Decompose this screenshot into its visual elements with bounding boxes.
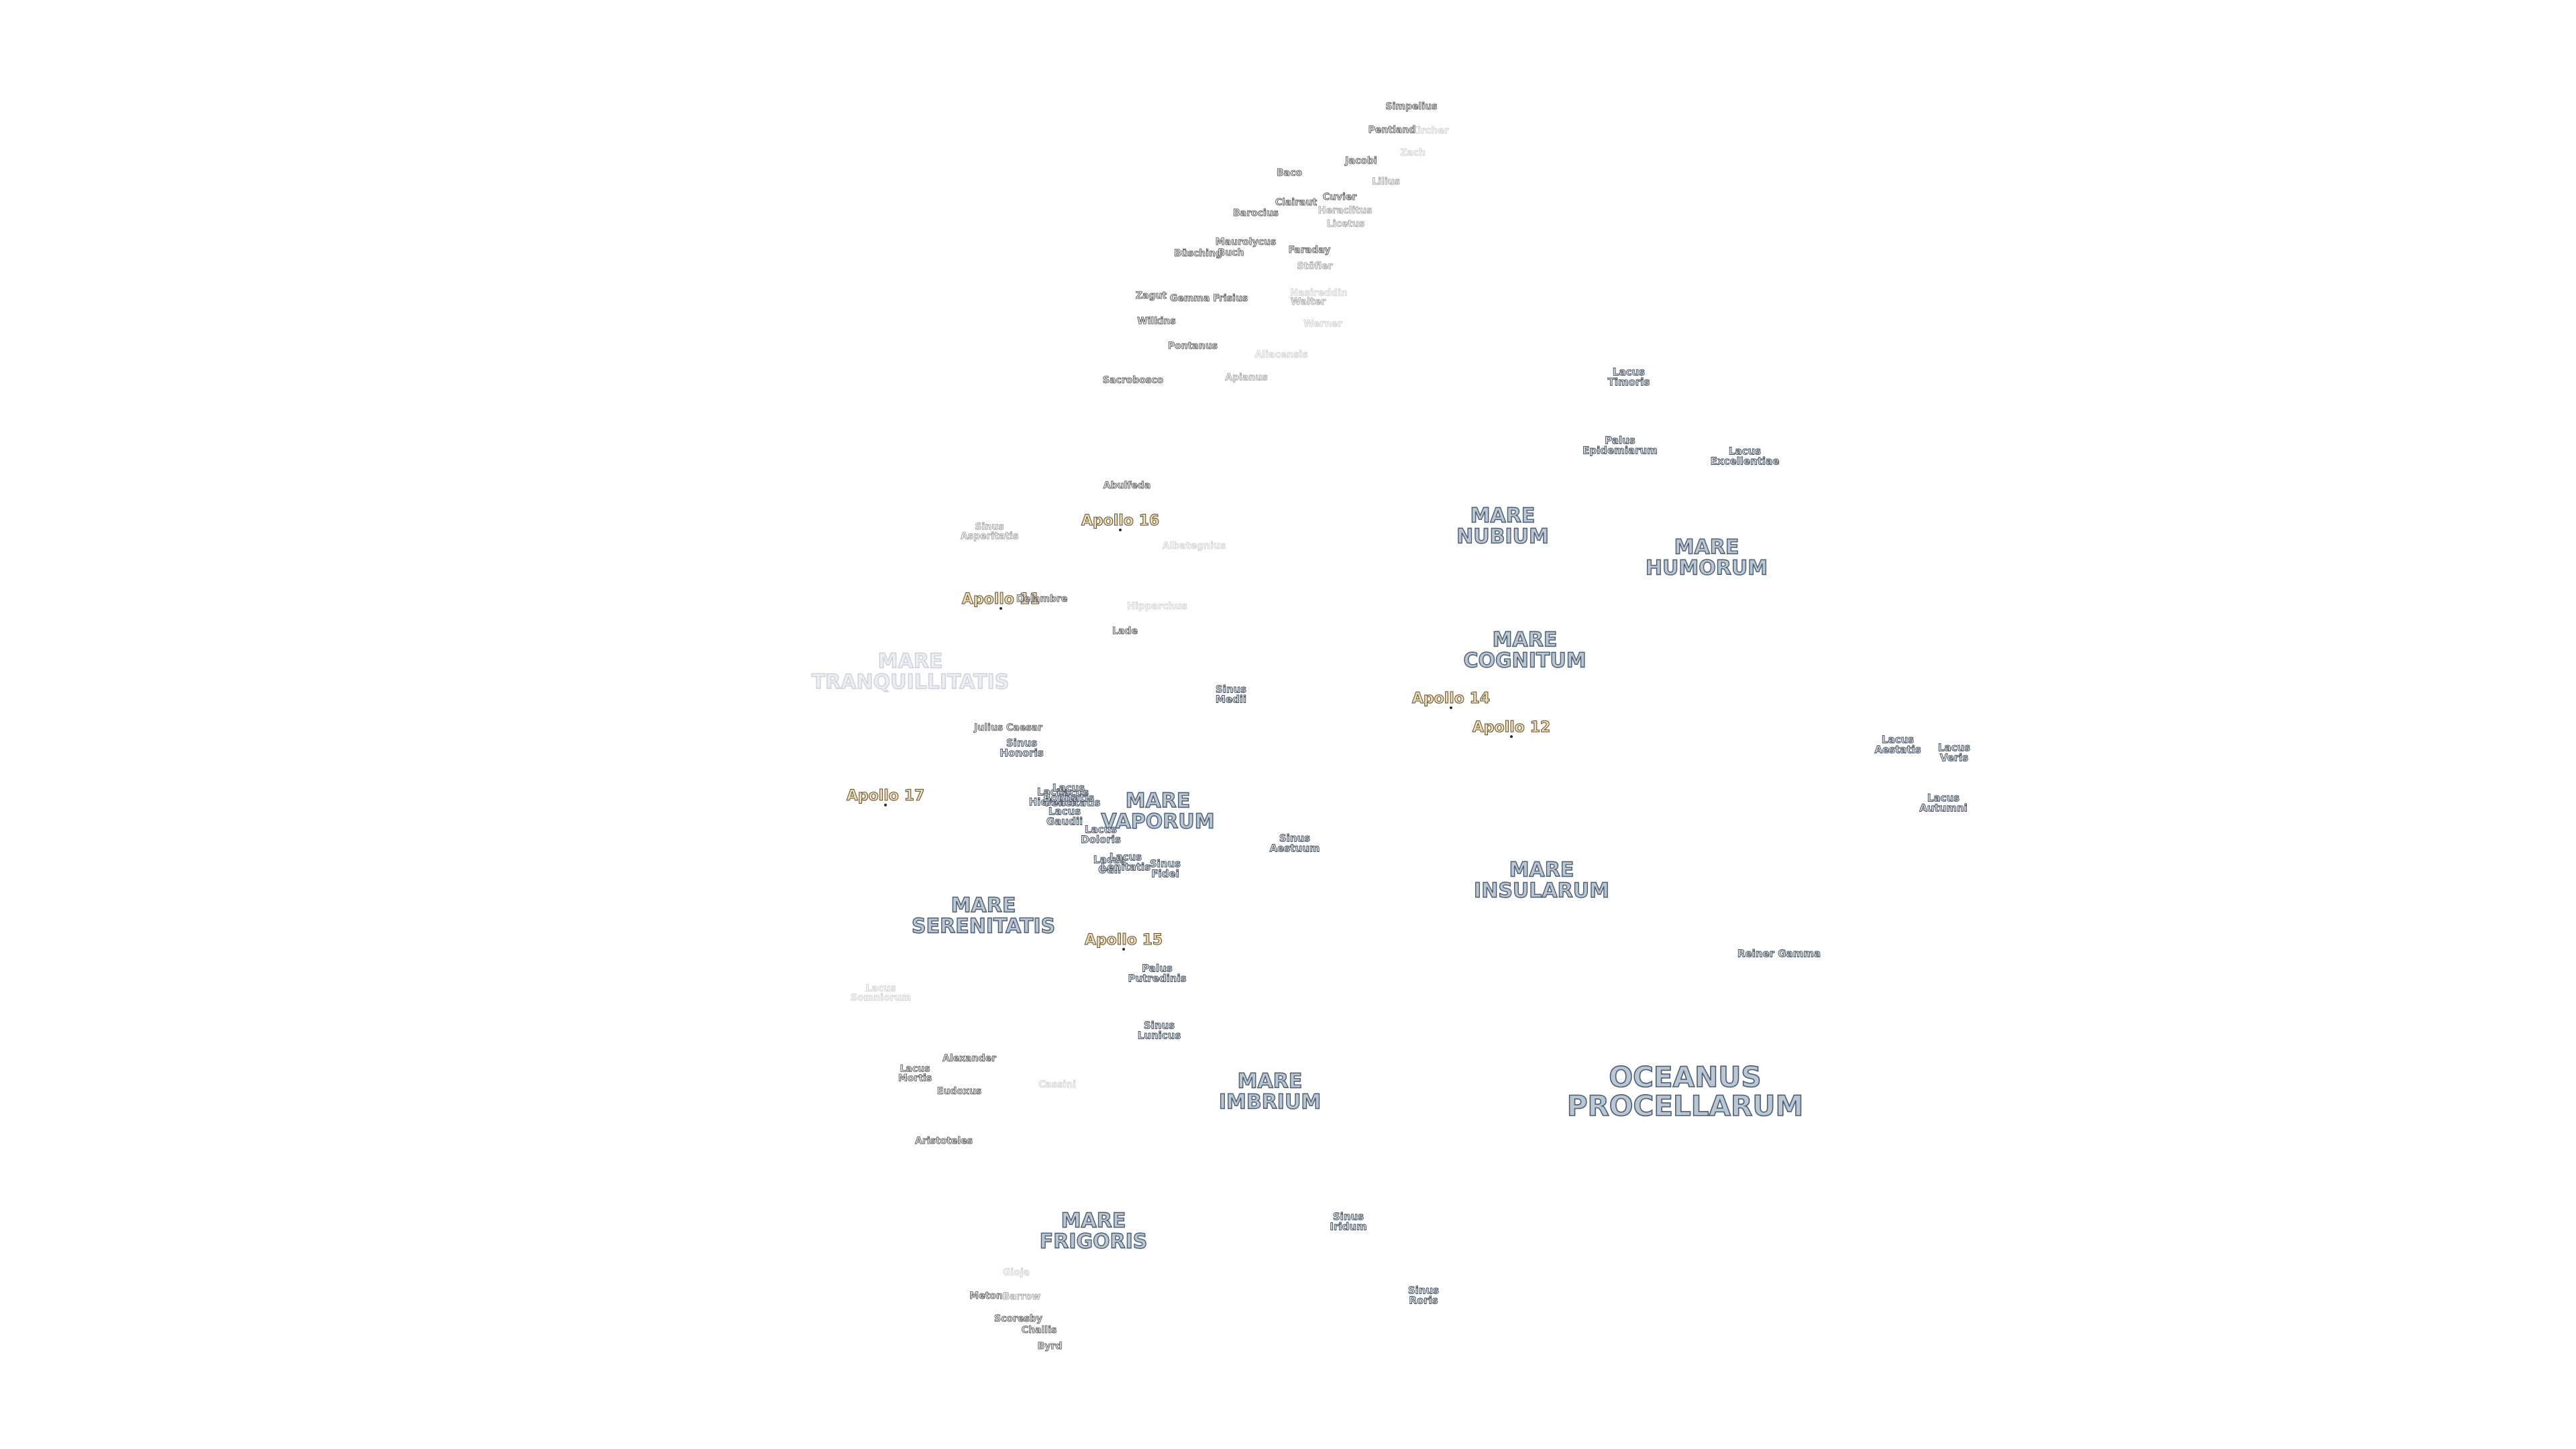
map-label-aliacensis: Aliacensis [1254, 349, 1308, 360]
map-label-delambre: Delambre [1016, 593, 1068, 604]
map-label-simpelius: Simpelius [1385, 101, 1438, 112]
map-label-mare-serenitatis: MARE SERENITATIS [911, 894, 1056, 938]
map-label-scoresby: Scoresby [994, 1313, 1043, 1324]
map-label-lacus-felicitatis: Lacus Felicitatis [1044, 786, 1101, 809]
map-label-lilius: Lilius [1372, 176, 1400, 187]
map-label-lacus-veris: Lacus Veris [1937, 741, 1971, 764]
map-label-lacus-somniorum: Lacus Somniorum [850, 983, 912, 1004]
map-label-eudoxus: Eudoxus [936, 1085, 982, 1097]
landing-site-apollo-15: Apollo 15 [1084, 931, 1163, 949]
map-label-palus-epidemiarum: Palus Epidemiarum [1582, 434, 1658, 457]
map-label-zagut: Zagut [1135, 290, 1167, 301]
map-label-alexander: Alexander [943, 1053, 997, 1064]
map-label-gemma-frisius: Gemma Frisius [1169, 292, 1248, 304]
map-label-maurolycus: Maurolycus [1215, 236, 1277, 248]
map-label-pontanus: Pontanus [1167, 340, 1218, 352]
map-label-walter: Walter [1290, 296, 1326, 307]
map-label-lacus-mortis: Lacus Mortis [898, 1063, 932, 1084]
map-label-byrd: Byrd [1037, 1340, 1063, 1352]
map-label-lacus-gaudii: Lacus Gaudii [1046, 805, 1083, 828]
map-label-sinus-iridum: Sinus Iridum [1330, 1210, 1367, 1233]
map-label-julius-caesar: Julius Caesar [974, 722, 1043, 733]
map-label-abulfeda: Abulfeda [1103, 480, 1151, 491]
map-label-sinus-aestuum: Sinus Aestuum [1269, 832, 1320, 855]
map-label-lade: Lade [1112, 625, 1138, 637]
map-label-lacus-excellentiae: Lacus Excellentiae [1710, 445, 1780, 468]
map-label-heraclitus: Heraclitus [1318, 205, 1373, 216]
map-label-lacus-timoris: Lacus Timoris [1607, 366, 1650, 388]
map-label-cassini: Cassini [1038, 1079, 1077, 1090]
map-label-reiner-gamma: Reiner Gamma [1737, 947, 1821, 960]
map-label-aristoteles: Aristoteles [915, 1135, 973, 1146]
landing-site-marker [1450, 706, 1452, 709]
map-label-b-sching: Büsching [1173, 248, 1223, 259]
map-label-albategnius: Albategnius [1162, 540, 1226, 551]
map-label-challis: Challis [1021, 1324, 1057, 1336]
map-label-faraday: Faraday [1288, 244, 1331, 256]
map-label-oceanus-procellarum: OCEANUS PROCELLARUM [1566, 1061, 1804, 1122]
map-label-sinus-fidei: Sinus Fidei [1149, 857, 1181, 880]
map-label-sinus-honoris: Sinus Honoris [1000, 737, 1044, 759]
map-label-jacobi: Jacobi [1345, 155, 1377, 166]
map-label-apianus: Apianus [1225, 372, 1268, 383]
map-label-licetus: Licetus [1326, 218, 1365, 229]
map-label-gioja: Gioja [1002, 1267, 1030, 1278]
map-label-werner: Werner [1303, 318, 1343, 329]
map-label-mare-humorum: MARE HUMORUM [1645, 535, 1768, 580]
map-label-baco: Baco [1276, 167, 1303, 178]
map-label-lacus-lenitatis: Lacus Lenitatis [1100, 851, 1151, 873]
map-label-mare-vaporum: MARE VAPORUM [1101, 789, 1216, 833]
map-label-sinus-lunicus: Sinus Lunicus [1137, 1019, 1181, 1042]
map-label-wilkins: Wilkins [1137, 315, 1176, 327]
map-label-zach: Zach [1400, 147, 1426, 158]
landing-site-apollo-12: Apollo 12 [1472, 718, 1551, 736]
map-label-st-fler: Stöfler [1297, 260, 1333, 272]
map-label-sinus-asperitatis: Sinus Asperitatis [960, 521, 1019, 542]
map-label-lacus-odii: Lacus Odii [1093, 853, 1126, 876]
landing-site-marker [884, 804, 887, 806]
landing-site-marker [1122, 948, 1125, 951]
landing-site-apollo-11: Apollo 11 [961, 590, 1040, 608]
landing-site-marker [1510, 735, 1513, 738]
map-label-hipparchus: Hipparchus [1127, 600, 1187, 612]
map-label-palus-putredinis: Palus Putredinis [1128, 962, 1187, 985]
map-label-nasireddin: Nasireddin [1290, 287, 1348, 299]
map-label-lacus-autumni: Lacus Autumni [1919, 792, 1968, 814]
map-label-lacus-hiemalis: Lacus Hiemalis [1028, 786, 1078, 808]
map-label-sinus-medii: Sinus Medii [1215, 683, 1247, 706]
map-label-lacus-bonitatis: Lacus Bonitatis [1042, 782, 1095, 804]
map-label-clairaut: Clairaut [1275, 197, 1318, 208]
map-label-lacus-aestatis: Lacus Aestatis [1874, 733, 1921, 756]
map-label-sinus-roris: Sinus Roris [1407, 1284, 1440, 1307]
map-label-meton: Meton [969, 1290, 1004, 1301]
map-label-mare-insularum: MARE INSULARUM [1473, 858, 1609, 902]
map-label-barocius: Barocius [1232, 207, 1279, 219]
map-label-mare-cognitum: MARE COGNITUM [1463, 628, 1587, 672]
map-label-buch: Buch [1218, 247, 1244, 258]
map-label-lacus-doloris: Lacus Doloris [1081, 823, 1122, 846]
map-label-pentland: Pentland [1368, 124, 1416, 136]
landing-site-apollo-14: Apollo 14 [1411, 690, 1491, 707]
landing-site-marker [1000, 607, 1002, 610]
landing-site-apollo-17: Apollo 17 [846, 787, 925, 804]
map-label-mare-frigoris: MARE FRIGORIS [1039, 1209, 1148, 1253]
map-label-sacrobosco: Sacrobosco [1102, 374, 1164, 386]
map-label-mare-imbrium: MARE IMBRIUM [1218, 1069, 1322, 1114]
map-label-cuvier: Cuvier [1322, 191, 1357, 203]
landing-site-apollo-16: Apollo 16 [1081, 512, 1160, 529]
map-label-kircher: Kircher [1410, 125, 1449, 136]
map-label-mare-tranquillitatis: MARE TRANQUILLITATIS [811, 649, 1010, 694]
map-label-mare-nubium: MARE NUBIUM [1456, 504, 1549, 548]
map-label-barrow: Barrow [1002, 1291, 1041, 1302]
landing-site-marker [1119, 529, 1122, 531]
